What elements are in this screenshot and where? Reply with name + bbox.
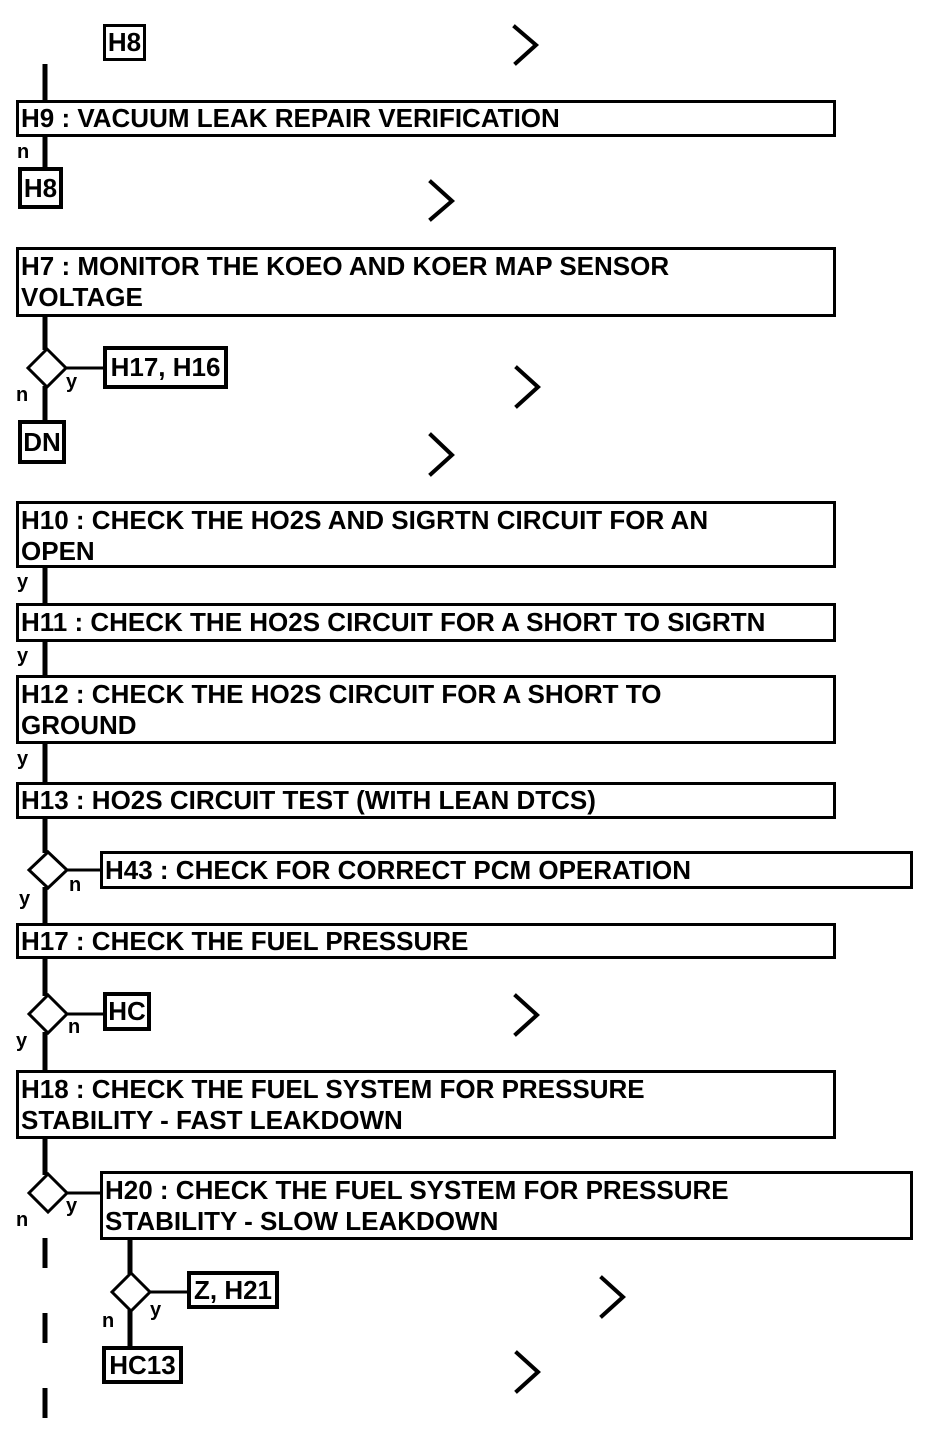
node-h8-return: H8 xyxy=(18,167,63,209)
node-label-line: H17 : CHECK THE FUEL PRESSURE xyxy=(21,925,469,956)
node-label-line: H20 : CHECK THE FUEL SYSTEM FOR PRESSURE xyxy=(105,1175,729,1205)
node-h18: H18 : CHECK THE FUEL SYSTEM FOR PRESSURE… xyxy=(16,1070,836,1139)
node-label-line: OPEN xyxy=(21,536,95,566)
node-h10: H10 : CHECK THE HO2S AND SIGRTN CIRCUIT … xyxy=(16,501,836,568)
node-label-line: H12 : CHECK THE HO2S CIRCUIT FOR A SHORT… xyxy=(21,679,662,709)
branch-label-n: n xyxy=(16,1209,29,1231)
offpage-chevrons xyxy=(428,24,626,1394)
branch-label-y: y xyxy=(66,1195,78,1217)
offpage-chevron-icon xyxy=(428,432,455,477)
branch-label-y: y xyxy=(17,645,29,667)
node-label: Z, H21 xyxy=(193,1274,273,1305)
node-label: H8 xyxy=(107,27,142,57)
offpage-chevron-icon xyxy=(514,1350,541,1394)
node-h11: H11 : CHECK THE HO2S CIRCUIT FOR A SHORT… xyxy=(16,603,836,642)
node-dn: DN xyxy=(18,420,66,464)
decision-diamond xyxy=(25,346,69,390)
node-h17-h16: H17, H16 xyxy=(103,346,228,389)
node-h13: H13 : HO2S CIRCUIT TEST (WITH LEAN DTCS) xyxy=(16,782,836,819)
branch-label-n: n xyxy=(102,1310,115,1332)
node-label-line: H9 : VACUUM LEAK REPAIR VERIFICATION xyxy=(21,103,560,133)
node-label: H8 xyxy=(23,172,58,203)
branch-label-n: n xyxy=(68,1016,81,1038)
node-label: H17, H16 xyxy=(110,352,221,382)
decision-diamond xyxy=(26,849,70,891)
node-h17: H17 : CHECK THE FUEL PRESSURE xyxy=(16,923,836,959)
node-hc13: HC13 xyxy=(102,1346,183,1384)
node-label-line: STABILITY - FAST LEAKDOWN xyxy=(21,1105,403,1135)
offpage-chevron-icon xyxy=(428,179,456,222)
decision-diamond xyxy=(26,1171,70,1215)
node-label: DN xyxy=(23,426,61,457)
node-label-line: H7 : MONITOR THE KOEO AND KOER MAP SENSO… xyxy=(21,251,670,281)
branch-label-y: y xyxy=(150,1299,162,1321)
node-label-line: H11 : CHECK THE HO2S CIRCUIT FOR A SHORT… xyxy=(21,607,766,637)
node-h20: H20 : CHECK THE FUEL SYSTEM FOR PRESSURE… xyxy=(100,1171,913,1240)
branch-label-y: y xyxy=(17,571,29,593)
node-h9: H9 : VACUUM LEAK REPAIR VERIFICATION xyxy=(16,100,836,137)
node-hc: HC xyxy=(103,992,151,1031)
offpage-chevron-icon xyxy=(513,993,540,1037)
branch-label-y: y xyxy=(17,748,29,770)
branch-label-y: y xyxy=(16,1030,28,1052)
node-h43: H43 : CHECK FOR CORRECT PCM OPERATION xyxy=(100,851,913,889)
node-z-h21: Z, H21 xyxy=(187,1271,279,1309)
node-label-line: GROUND xyxy=(21,710,137,740)
node-label-line: H13 : HO2S CIRCUIT TEST (WITH LEAN DTCS) xyxy=(21,785,596,815)
node-label: HC xyxy=(108,996,146,1026)
node-h7: H7 : MONITOR THE KOEO AND KOER MAP SENSO… xyxy=(16,247,836,317)
branch-label-n: n xyxy=(17,141,30,163)
decision-diamonds xyxy=(25,346,153,1314)
branch-label-y: y xyxy=(66,371,78,393)
decision-diamond xyxy=(26,992,70,1036)
branch-label-y: y xyxy=(19,888,31,910)
node-label-line: VOLTAGE xyxy=(21,282,143,312)
node-label-line: H10 : CHECK THE HO2S AND SIGRTN CIRCUIT … xyxy=(21,505,709,535)
offpage-chevron-icon xyxy=(599,1275,626,1319)
offpage-chevron-icon xyxy=(512,24,540,66)
connector-lines xyxy=(42,64,133,1428)
offpage-chevron-icon xyxy=(514,365,541,409)
branch-lines xyxy=(63,366,189,1294)
node-label-line: H18 : CHECK THE FUEL SYSTEM FOR PRESSURE xyxy=(21,1074,645,1104)
node-label-line: H43 : CHECK FOR CORRECT PCM OPERATION xyxy=(105,854,691,885)
decision-diamond xyxy=(109,1270,153,1314)
branch-label-n: n xyxy=(16,384,29,406)
node-h8-top: H8 xyxy=(103,24,146,61)
node-label: HC13 xyxy=(109,1349,176,1380)
branch-label-n: n xyxy=(69,874,82,896)
node-h12: H12 : CHECK THE HO2S CIRCUIT FOR A SHORT… xyxy=(16,675,836,744)
node-label-line: STABILITY - SLOW LEAKDOWN xyxy=(105,1206,499,1236)
